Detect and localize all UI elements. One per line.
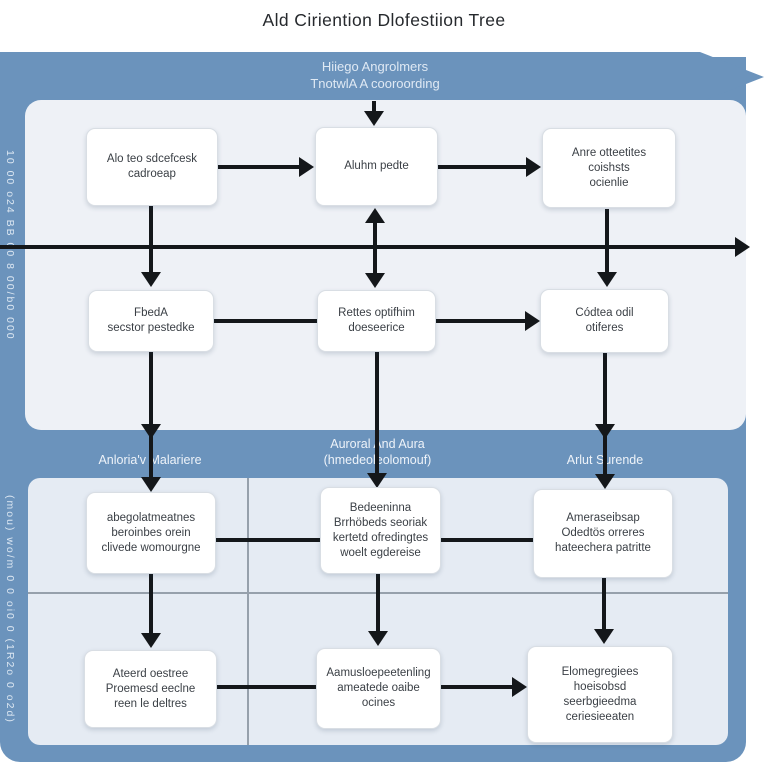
side-label-upper: 10 00 o24 BB 00 8 00/b0 000 <box>4 150 16 341</box>
connector-r1c1-r1c2 <box>218 165 302 169</box>
node-r4c2: Aamusloepeetenling ameatede oaibe ocines <box>316 648 441 729</box>
band-label-left: Anloria'v Malariere <box>98 453 202 467</box>
connector-r1c3-r2c3 <box>605 209 609 276</box>
node-r3c1: abegolatmeatnes beroinbes orein clivede … <box>86 492 216 574</box>
arrowhead-band-left <box>141 424 161 439</box>
arrowhead-r1c2-r2c2 <box>365 273 385 288</box>
connector-r2c2-r3c2 <box>375 352 379 478</box>
node-r2c3: Códtea odil otiferes <box>540 289 669 353</box>
node-r3c2: Bedeeninna Brrhöbeds seoriak kertetd ofr… <box>320 487 441 574</box>
connector-r1c1-r2c1 <box>149 206 153 276</box>
arrowhead-main-horizontal <box>735 237 750 257</box>
node-r1c1: Alo teo sdcefcesk cadroeap <box>86 128 218 206</box>
arrowhead-r4c3 <box>594 629 614 644</box>
arrowhead-r4c1 <box>141 633 161 648</box>
connector-main-horizontal <box>0 245 737 249</box>
arrowhead-r3c2 <box>367 473 387 488</box>
connector-r1c2-r1c3 <box>438 165 528 169</box>
connector-r3c1-r3c2 <box>216 538 320 542</box>
arrowhead-r1c2-r1c3 <box>526 157 541 177</box>
connector-r2c3-r3c3 <box>603 353 607 476</box>
side-label-lower: (mou) wo/m 0 0 oi0 0 (1R2o 0 o2d) <box>4 495 16 724</box>
connector-r3c2-r4c2 <box>376 574 380 634</box>
arrowhead-r3c3 <box>595 474 615 489</box>
arrowhead-r2c2-r2c3 <box>525 311 540 331</box>
node-r3c3: Ameraseibsap Odedtös orreres hateechera … <box>533 489 673 578</box>
top-banner-ribbon <box>0 52 764 102</box>
connector-r2c1-r3c1 <box>149 352 153 480</box>
band-label-right: Arlut Surende <box>566 453 644 467</box>
arrowhead-band-right <box>595 424 615 439</box>
node-r1c3: Anre otteetites coishsts ocienlie <box>542 128 676 208</box>
connector-banner-down <box>372 101 376 115</box>
arrowhead-r1c3-r2c3 <box>597 272 617 287</box>
connector-r1c2-r2c2 <box>373 221 377 275</box>
grid-divider-vertical <box>247 478 249 745</box>
arrowhead-r3c1 <box>141 477 161 492</box>
arrowhead-banner-down <box>364 111 384 126</box>
node-r1c2: Aluhm pedte <box>315 127 438 206</box>
node-r4c3: Elomegregiees hoeisobsd seerbgieedma cer… <box>527 646 673 743</box>
connector-r4c2-r4c3 <box>441 685 513 689</box>
arrowhead-r4c2 <box>368 631 388 646</box>
node-r4c1: Ateerd oestree Proemesd eeclne reen le d… <box>84 650 217 728</box>
node-r2c2: Rettes optifhim doeseerice <box>317 290 436 352</box>
connector-r2c1-r2c2 <box>214 319 317 323</box>
arrowhead-r1c1-r1c2 <box>299 157 314 177</box>
banner-label: Hiiego Angrolmers TnotwlA A cooroording <box>310 59 440 91</box>
diagram-title: Ald Ciriention Dlofestiion Tree <box>262 10 506 30</box>
connector-r4c1-r4c2 <box>217 685 316 689</box>
node-r2c1: FbedA secstor pestedke <box>88 290 214 352</box>
arrowhead-r4c2-r4c3 <box>512 677 527 697</box>
connector-r2c2-r2c3 <box>436 319 526 323</box>
connector-r3c1-r4c1 <box>149 574 153 634</box>
arrowhead-line-to-r1c2 <box>365 208 385 223</box>
arrowhead-r1c1-r2c1 <box>141 272 161 287</box>
connector-r3c3-r4c3 <box>602 578 606 632</box>
connector-r3c2-r3c3 <box>441 538 533 542</box>
